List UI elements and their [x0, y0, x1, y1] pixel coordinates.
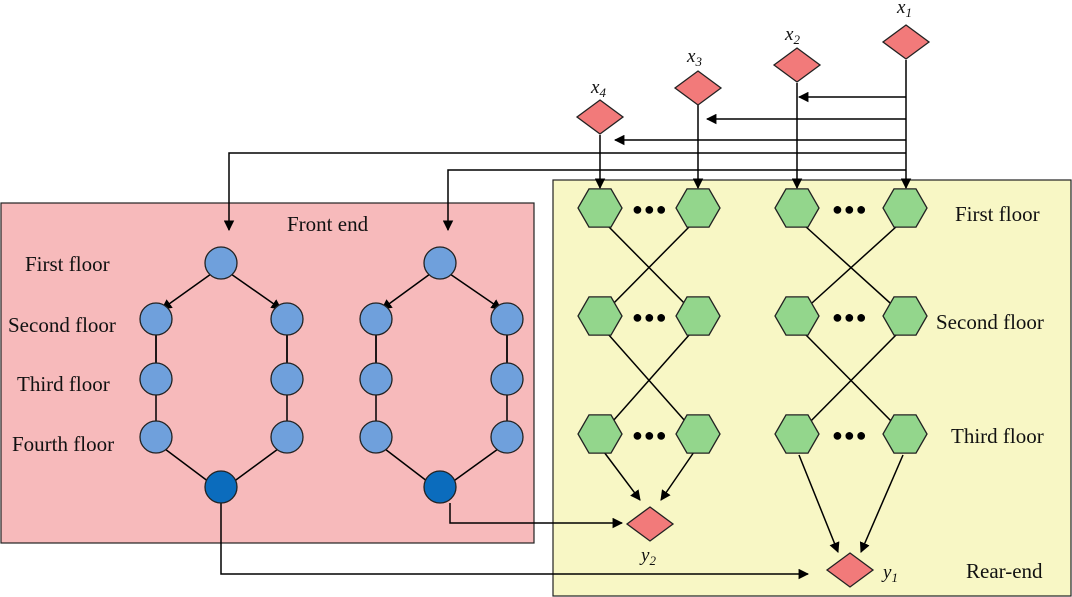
front-right-node-right-1 [490, 302, 524, 336]
hexagon-r3-c3 [774, 414, 820, 454]
hexagon-r1-c4 [882, 188, 928, 228]
input-label-x2: x2 [784, 24, 800, 47]
rear-floor-label-2: Second floor [936, 310, 1044, 334]
front-right-node-left-2 [359, 362, 393, 396]
hexagon-r1-c3 [774, 188, 820, 228]
output-label-y1: y1 [881, 562, 898, 585]
edge-hex-to-y1-a [798, 454, 840, 553]
hexagon-r3-c2 [675, 414, 721, 454]
rear-end-title: Rear-end [966, 559, 1043, 583]
ellipsis-r3-right: ●●● [832, 425, 868, 445]
input-label-x1: x1 [896, 0, 912, 20]
ellipsis-r2-right: ●●● [832, 307, 868, 327]
front-left-node-left-1 [139, 302, 173, 336]
front-left-node-first [204, 246, 238, 280]
ellipsis-r2-left: ●●● [632, 307, 668, 327]
hexagon-r1-c2 [675, 188, 721, 228]
edge-hexright-r1-a-to-b [804, 333, 901, 431]
front-left-node-right-2 [270, 362, 304, 396]
edge-hexleft-r1-a-to-b [607, 333, 694, 431]
ellipsis-r1-right: ●●● [832, 199, 868, 219]
input-x3-diamond [673, 70, 723, 106]
front-left-node-left-2 [139, 362, 173, 396]
hexagon-r2-c3 [774, 296, 820, 336]
front-right-node-first [423, 246, 457, 280]
hexagon-r2-c1 [577, 296, 623, 336]
front-end-title: Front end [287, 212, 369, 236]
input-x2-diamond [772, 47, 822, 83]
edge-x1-to-front-left [223, 152, 906, 232]
edge-front-right-to-y2 [449, 503, 624, 529]
front-floor-label-2: Second floor [8, 313, 116, 337]
hexagon-r1-c1 [577, 188, 623, 228]
front-right-top-to-right [449, 273, 502, 310]
edge-hexright-r1-b-to-a [801, 333, 898, 431]
front-left-node-right-3 [270, 420, 304, 454]
edge-hexleft-r0-b-to-a [604, 225, 691, 313]
input-label-x4: x4 [590, 77, 606, 100]
edge-hexright-r0-a-to-b [804, 225, 901, 313]
hexagon-r3-c4 [882, 414, 928, 454]
front-right-top-to-left [381, 273, 431, 310]
front-right-node-bottom [423, 470, 457, 504]
ellipsis-r3-left: ●●● [632, 425, 668, 445]
ellipsis-group: ●●● ●●● ●●● ●●● ●●● ●●● [632, 199, 868, 445]
front-left-top-to-right [230, 273, 282, 310]
edges-layer [150, 60, 912, 580]
output-label-y2: y2 [639, 545, 656, 568]
input-x1-diamond [881, 24, 931, 60]
input-x4-diamond [575, 99, 625, 135]
front-right-node-right-3 [490, 420, 524, 454]
front-left-top-to-left [161, 273, 212, 310]
edge-hexright-r0-b-to-a [801, 225, 898, 313]
nodes-layer [139, 24, 931, 588]
edge-front-left-to-y1 [220, 503, 810, 580]
edge-hexleft-r0-a-to-b [607, 225, 694, 313]
rear-floor-label-1: First floor [955, 202, 1040, 226]
front-floor-label-1: First floor [25, 252, 110, 276]
edge-x1-to-front-right [442, 169, 906, 232]
front-right-node-left-3 [359, 420, 393, 454]
hexagon-r2-c2 [675, 296, 721, 336]
rear-end-panel [552, 179, 1072, 597]
ellipsis-r1-left: ●●● [632, 199, 668, 219]
edge-hexleft-r1-b-to-a [604, 333, 691, 431]
output-y2-diamond [625, 506, 675, 542]
edge-hex-to-y2-b [660, 451, 695, 501]
front-right-node-left-1 [359, 302, 393, 336]
front-left-node-right-1 [270, 302, 304, 336]
hexagon-r3-c1 [577, 414, 623, 454]
rear-floor-label-3: Third floor [951, 424, 1044, 448]
hexagon-r2-c4 [882, 296, 928, 336]
edge-hex-to-y1-b [859, 454, 904, 553]
input-label-x3: x3 [686, 46, 702, 69]
front-left-node-bottom [204, 470, 238, 504]
front-left-node-left-3 [139, 420, 173, 454]
front-floor-label-4: Fourth floor [12, 432, 114, 456]
edge-hex-to-y2-a [603, 451, 641, 501]
front-floor-label-3: Third floor [17, 372, 110, 396]
output-y1-diamond [825, 552, 875, 588]
front-right-node-right-2 [490, 362, 524, 396]
